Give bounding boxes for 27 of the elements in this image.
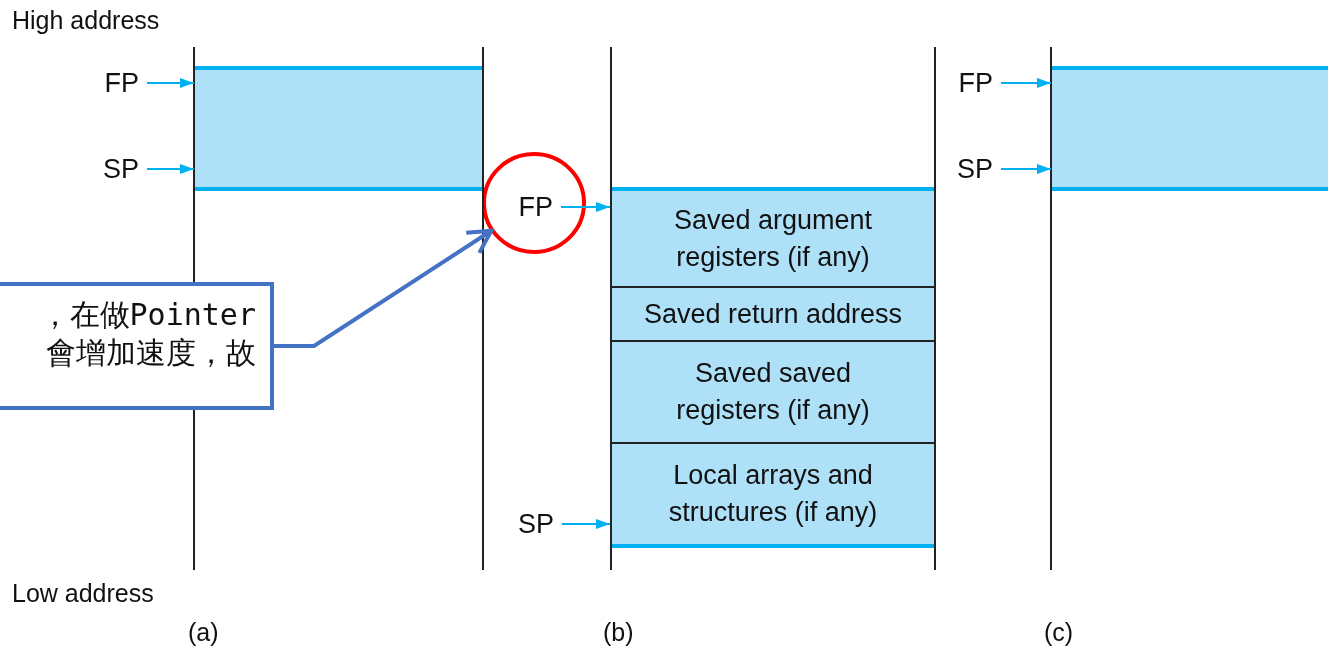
panel-label: (c): [1044, 617, 1074, 647]
pointer-arrow: [1000, 78, 1052, 88]
callout-box: [0, 282, 274, 410]
pointer-arrow: [146, 78, 195, 88]
stack-slot: Local arrays and structures (if any): [611, 444, 935, 548]
pointer-arrow: [1000, 164, 1052, 174]
stack-slot: Saved argument registers (if any): [611, 187, 935, 288]
stack-frame: [195, 66, 483, 191]
pointer-arrow: [560, 202, 611, 212]
pointer-label: SP: [954, 152, 993, 186]
pointer-arrow: [561, 519, 611, 529]
pointer-label: FP: [101, 66, 139, 100]
stack-slot: Saved return address: [611, 288, 935, 342]
axis-label: High address: [12, 5, 160, 35]
pointer-label: SP: [515, 507, 554, 541]
stack-frame: [1052, 66, 1328, 191]
callout-text: ，在做Pointer會增加速度，故: [38, 296, 256, 372]
stack-slot: Saved saved registers (if any): [611, 342, 935, 444]
panel-label: (b): [603, 617, 634, 647]
pointer-label: FP: [955, 66, 993, 100]
panel-label: (a): [188, 617, 219, 647]
pointer-label: FP: [515, 190, 553, 224]
pointer-arrow: [146, 164, 195, 174]
axis-label: Low address: [12, 578, 154, 608]
pointer-label: SP: [100, 152, 139, 186]
callout-arrow: [274, 228, 494, 348]
highlight-circle: [482, 152, 586, 254]
